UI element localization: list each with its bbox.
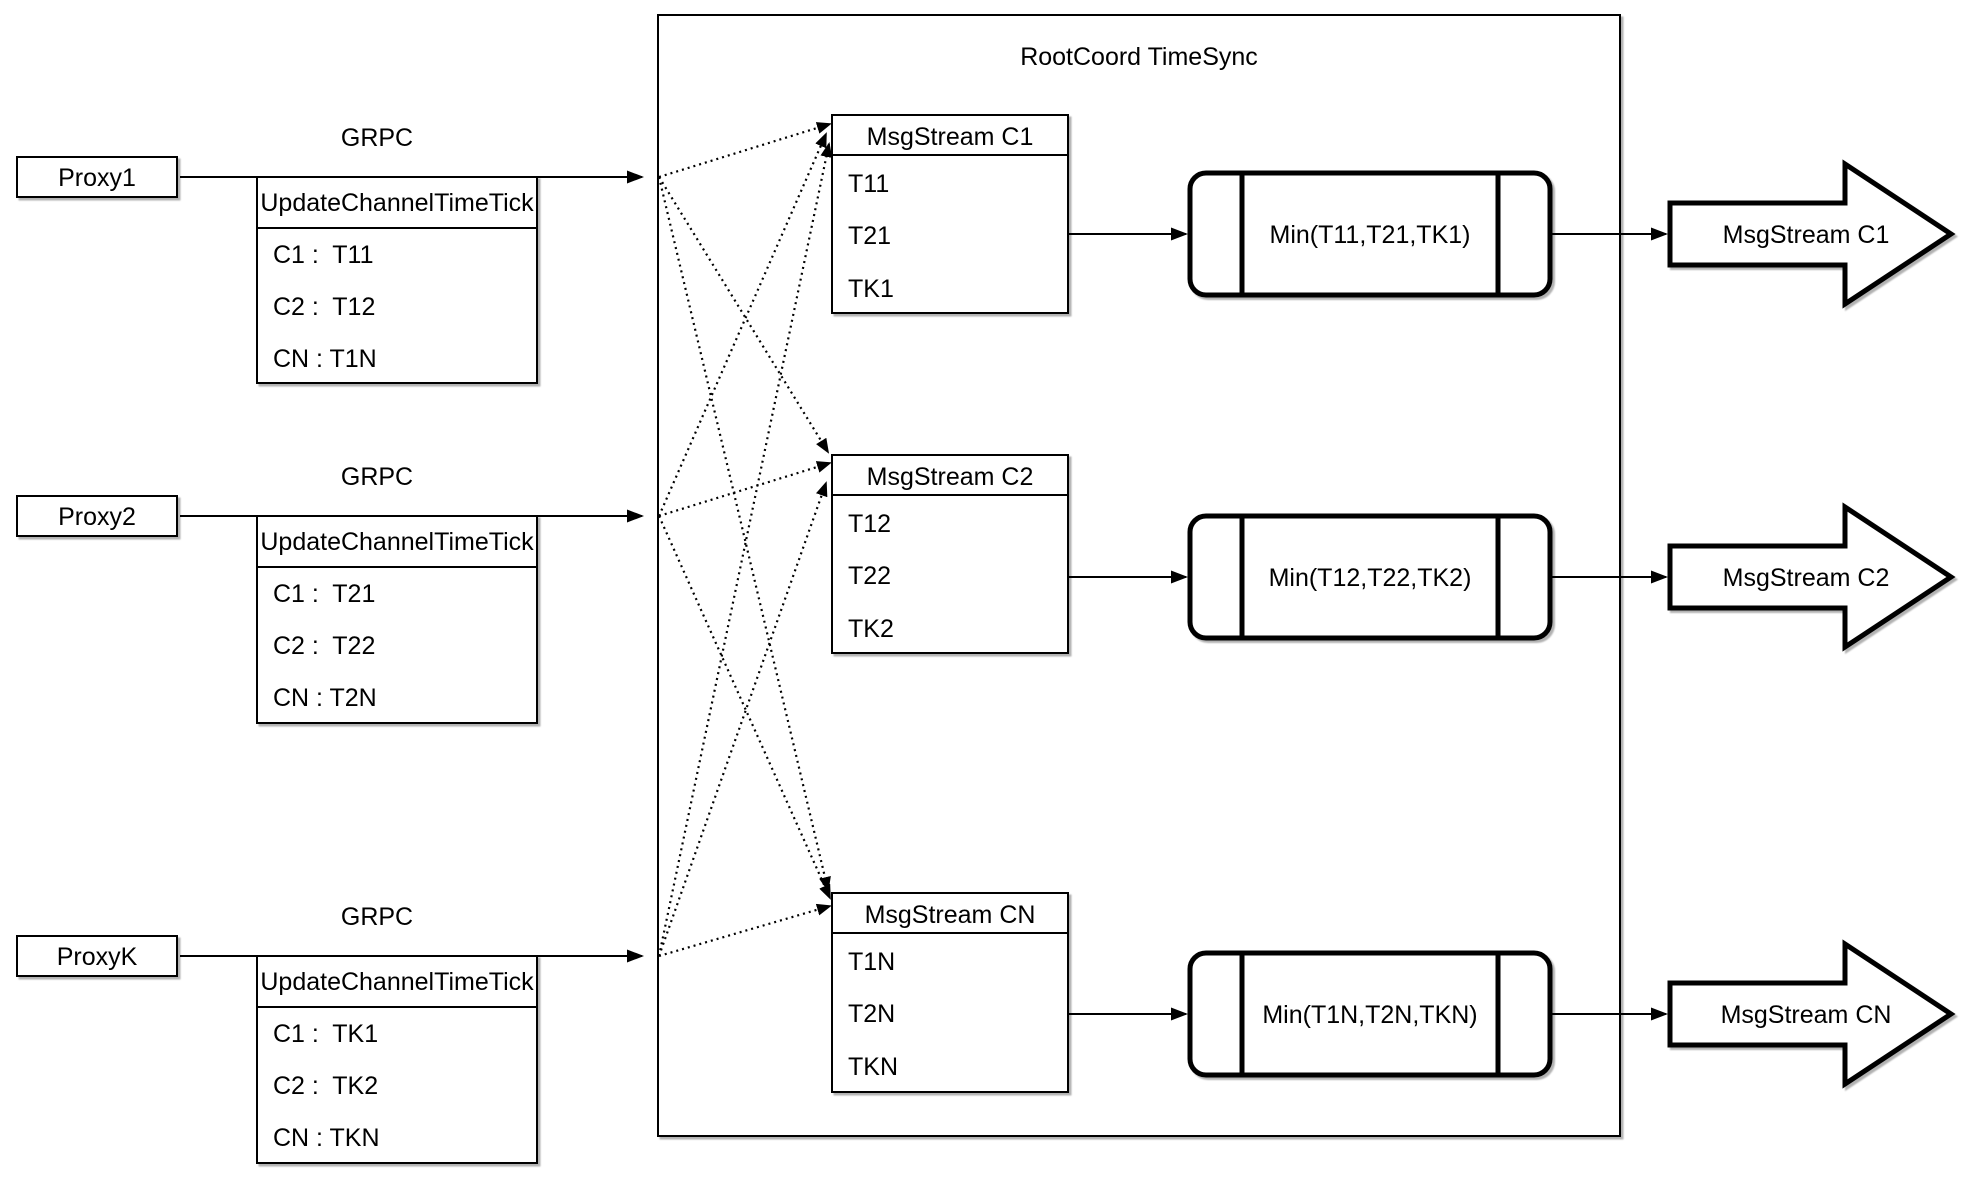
proxy-label: Proxy2 [58,503,136,531]
grpc-label: GRPC [341,903,413,931]
table-entry: C1 : TK1 [273,1020,378,1048]
output-arrow-c2: MsgStream C2 [1667,502,1956,652]
proxy1-box [16,156,178,198]
min-node-c1: Min(T11,T21,TK1) [1187,170,1553,298]
min-node-cn: Min(T1N,T2N,TKN) [1187,950,1553,1078]
output-arrow-label: MsgStream C1 [1723,221,1890,249]
msgstream-header: MsgStream C1 [867,123,1034,151]
min-label: Min(T11,T21,TK1) [1270,221,1471,249]
msgstream-box [831,892,1069,1093]
grpc-label: GRPC [341,463,413,491]
grpc-label: GRPC [341,124,413,152]
msgstream-entry: T11 [848,170,889,198]
table-entry: C1 : T21 [273,580,375,608]
table-entry: CN : T2N [273,684,377,712]
msgstream-c2-box: MsgStream C2 T12 T22 TK2 [831,454,1069,654]
msgstream-cn-box: MsgStream CN T1N T2N TKN [831,892,1069,1093]
dotted-arrow-p2-cn [657,515,832,900]
proxy-label: Proxy1 [58,164,136,192]
msgstream-box [831,454,1069,654]
table-entry: C2 : T12 [273,293,375,321]
dotted-arrow-p1-cn [657,176,831,892]
min-label: Min(T12,T22,TK2) [1269,564,1472,592]
msgstream-entry: T21 [848,222,891,250]
row-proxy2: Proxy2 GRPC UpdateChannelTimeTick C1 : T… [16,454,1956,724]
proxyk-box [16,935,178,977]
min-node-c2: Min(T12,T22,TK2) [1187,513,1553,641]
table-entry: C2 : T22 [273,632,375,660]
output-arrow-label: MsgStream C2 [1723,564,1890,592]
grpc-fanout-lines [657,122,833,958]
table-header: UpdateChannelTimeTick [260,528,534,556]
msgstream-header: MsgStream C2 [867,463,1034,491]
output-arrow-shape [1667,939,1956,1089]
output-arrow-shape [1667,502,1956,652]
proxy-label: ProxyK [57,943,138,971]
table-entry: C2 : TK2 [273,1072,378,1100]
table-box [256,176,538,384]
table-box [256,515,538,724]
table-header: UpdateChannelTimeTick [260,189,534,217]
msgstream-box [831,114,1069,314]
rootcoord-timesync-title: RootCoord TimeSync [1020,43,1258,71]
msgstream-entry: T1N [848,948,895,976]
proxy2-box [16,495,178,537]
output-arrow-cn: MsgStream CN [1667,939,1956,1089]
table-box [256,955,538,1164]
update-channel-timetick-table: UpdateChannelTimeTick C1 : T11 C2 : T12 … [256,176,538,384]
min-label: Min(T1N,T2N,TKN) [1262,1001,1477,1029]
update-channel-timetick-table: UpdateChannelTimeTick C1 : T21 C2 : T22 … [256,515,538,724]
row-proxyk: ProxyK GRPC UpdateChannelTimeTick C1 : T… [16,892,1956,1164]
msgstream-entry: T2N [848,1000,895,1028]
table-entry: CN : TKN [273,1124,380,1152]
msgstream-header: MsgStream CN [865,901,1036,929]
output-arrow-c1: MsgStream C1 [1667,159,1956,309]
msgstream-entry: TKN [848,1053,898,1081]
update-channel-timetick-table: UpdateChannelTimeTick C1 : TK1 C2 : TK2 … [256,955,538,1164]
output-arrow-shape [1667,159,1956,309]
table-header: UpdateChannelTimeTick [260,968,534,996]
msgstream-entry: T22 [848,562,891,590]
dotted-arrow-pk-c1 [657,142,833,957]
msgstream-entry: T12 [848,510,891,538]
msgstream-c1-box: MsgStream C1 T11 T21 TK1 [831,114,1069,314]
row-proxy1: Proxy1 GRPC UpdateChannelTimeTick C1 : T… [16,114,1956,384]
table-entry: C1 : T11 [273,241,374,269]
msgstream-entry: TK1 [848,275,894,303]
output-arrow-label: MsgStream CN [1721,1001,1892,1029]
table-entry: CN : T1N [273,345,377,373]
msgstream-entry: TK2 [848,615,894,643]
